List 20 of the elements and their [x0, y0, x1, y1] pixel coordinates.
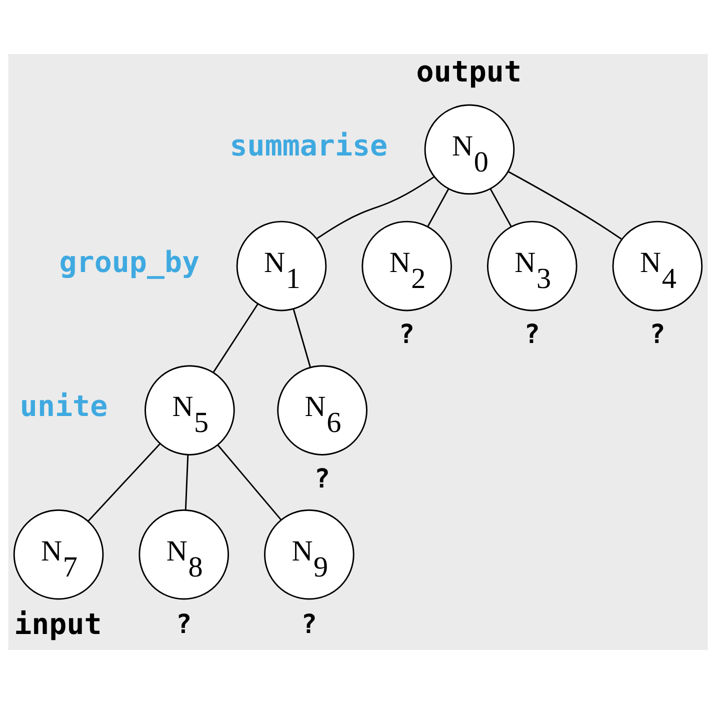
node-label: ?	[176, 610, 192, 640]
connector	[184, 454, 189, 510]
node-label: summarise	[230, 128, 388, 162]
connector	[292, 308, 311, 368]
node-label: group_by	[59, 244, 200, 279]
connector	[88, 443, 160, 522]
connector	[490, 188, 512, 227]
node-label: unite	[20, 389, 108, 424]
node-label: ?	[649, 320, 666, 350]
connector	[212, 303, 258, 373]
node-label: ?	[314, 464, 330, 494]
connector	[316, 176, 434, 239]
node-label: ?	[524, 320, 540, 350]
node-label: ?	[398, 320, 415, 350]
connector	[427, 188, 450, 227]
label: output	[416, 54, 522, 89]
node-label: ?	[301, 610, 317, 640]
label: input	[14, 606, 102, 641]
connector	[217, 444, 282, 520]
connector	[508, 171, 622, 240]
